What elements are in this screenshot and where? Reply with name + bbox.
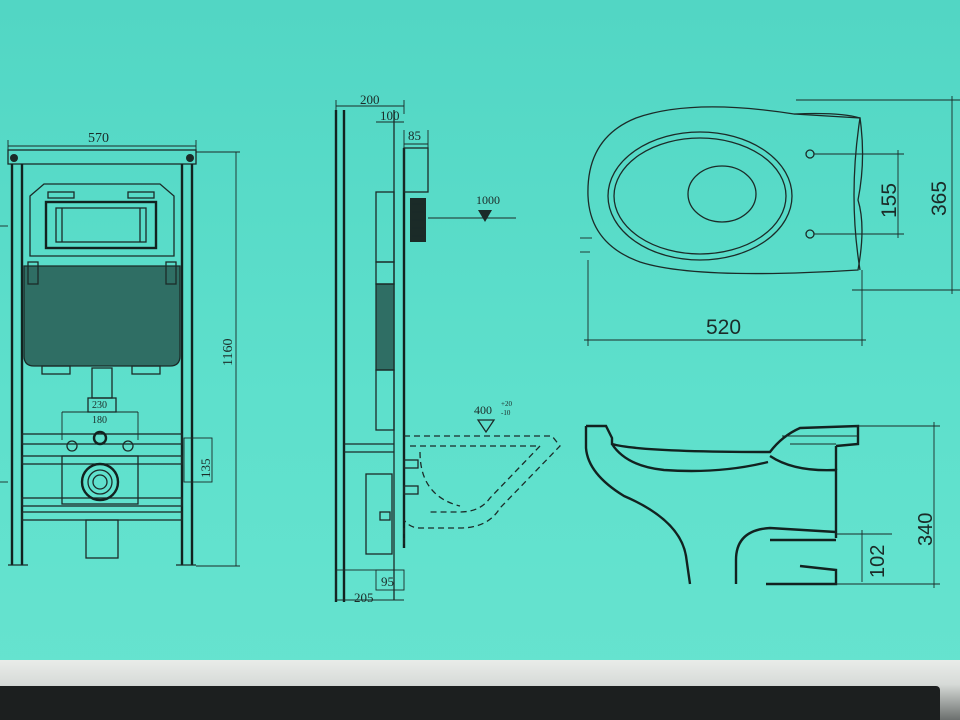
dim-135-label: 135 <box>198 459 213 479</box>
level-400-label: 400 <box>474 403 492 417</box>
dim-520-label: 520 <box>706 316 741 339</box>
drawing-area: 570 1160 230 180 <box>0 0 960 680</box>
top-view-bowl: 520 155 365 <box>580 96 960 346</box>
dim-85-label: 85 <box>408 128 421 143</box>
technical-drawing: 570 1160 230 180 <box>0 92 960 605</box>
dim-180-label: 180 <box>92 415 107 426</box>
dim-340-label: 340 <box>915 513 937 546</box>
tol-minus-label: -10 <box>501 409 511 417</box>
dim-200-label: 200 <box>360 92 380 107</box>
dim-365-label: 365 <box>928 181 951 216</box>
tol-plus-label: +20 <box>501 400 512 408</box>
bowl-side-profile: 340 102 <box>584 422 940 588</box>
dim-570-label: 570 <box>88 131 109 146</box>
dim-155-label: 155 <box>878 183 901 218</box>
front-view-frame: 570 1160 230 180 <box>0 131 240 567</box>
level-1000-label: 1000 <box>476 193 500 207</box>
bezel-bar <box>0 686 940 720</box>
dim-95-label: 95 <box>381 574 394 589</box>
dim-230-label: 230 <box>92 400 107 411</box>
dim-102-label: 102 <box>867 545 889 578</box>
dim-205-label: 205 <box>354 590 374 605</box>
dim-1160-label: 1160 <box>221 339 236 366</box>
dim-100-label: 100 <box>380 108 400 123</box>
side-view-frame: 200 100 85 1000 400 +20 -10 <box>334 92 561 605</box>
